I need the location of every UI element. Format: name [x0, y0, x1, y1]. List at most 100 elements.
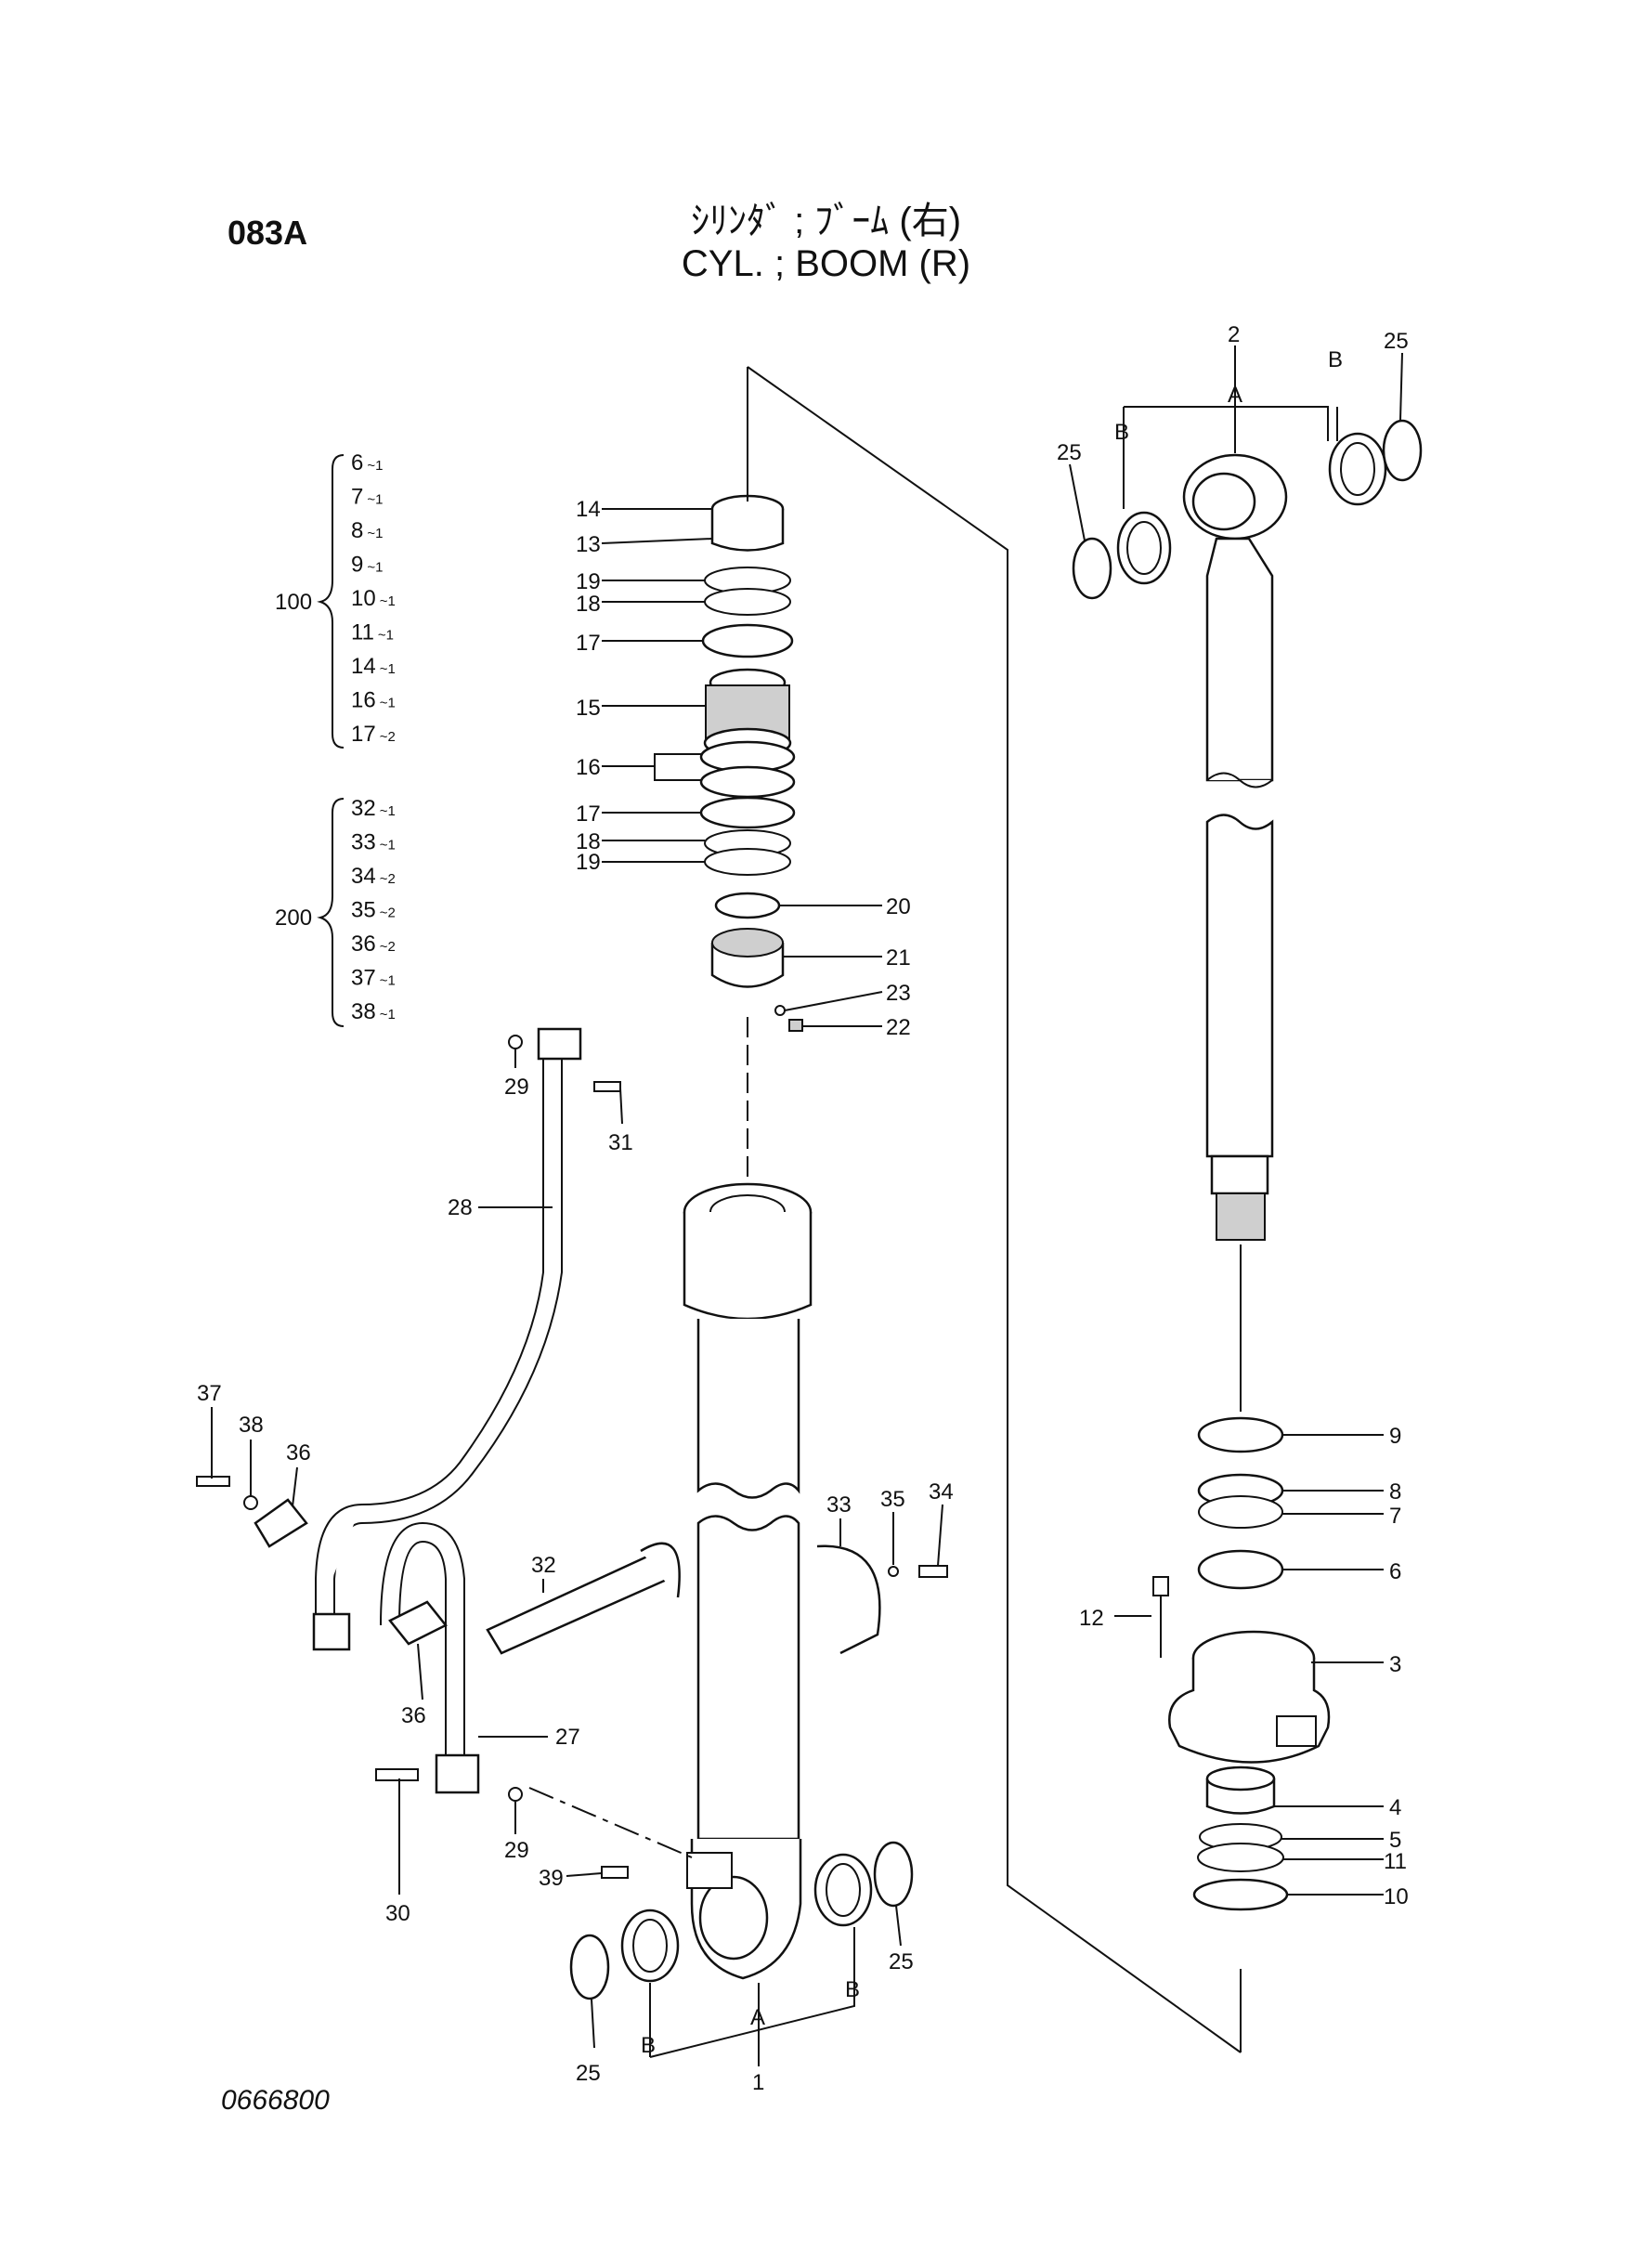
callout-13: 13 — [576, 532, 601, 557]
kit-100-item-17: 17~2 — [351, 722, 396, 747]
tube-eye-bore — [698, 1875, 769, 1961]
kit-item-qty: ~1 — [380, 838, 396, 853]
kit-100-item-6: 6~1 — [351, 450, 383, 476]
ring-17-upper — [701, 623, 794, 658]
kit-item-part: 10 — [351, 586, 376, 611]
rod-thread — [1216, 1192, 1266, 1241]
callout-9: 9 — [1389, 1424, 1401, 1449]
piston-seal-13 — [710, 509, 785, 552]
rod-lower-section — [1205, 814, 1274, 1158]
callout-34: 34 — [929, 1479, 954, 1505]
head-cover-seals — [1152, 1416, 1331, 2052]
kit-item-qty: ~1 — [367, 458, 383, 474]
callout-29-upper: 29 — [504, 1075, 529, 1100]
drawing-number: 0666800 — [221, 2085, 330, 2116]
callout-30: 30 — [385, 1901, 410, 1926]
callout-15: 15 — [576, 696, 601, 721]
kit-200-item-32: 32~1 — [351, 796, 396, 821]
callout-32: 32 — [531, 1553, 556, 1578]
label-A-rod: A — [1228, 383, 1242, 408]
kit-item-qty: ~1 — [367, 492, 383, 508]
callout-37: 37 — [197, 1381, 222, 1406]
rod-neck — [1210, 1154, 1269, 1195]
pipe-28-fitting — [312, 1612, 351, 1651]
ring-6 — [1197, 1549, 1284, 1590]
kit-item-part: 7 — [351, 485, 363, 510]
kit-100: 100 6~17~18~19~110~111~114~116~117~2 — [275, 450, 396, 749]
title-japanese: ｼﾘﾝﾀﾞ ; ﾌﾞｰﾑ (右) — [690, 201, 962, 241]
callout-4: 4 — [1389, 1795, 1401, 1820]
clamp-36a — [254, 1498, 308, 1548]
ring-20 — [714, 892, 781, 919]
callout-36-lower: 36 — [401, 1703, 426, 1728]
rod-cover-port — [1276, 1715, 1317, 1747]
kit-item-qty: ~1 — [380, 593, 396, 609]
kit-item-part: 16 — [351, 688, 376, 713]
kit-item-qty: ~1 — [380, 973, 396, 989]
seal-7 — [1198, 1495, 1283, 1529]
ring-19-lower — [704, 848, 791, 876]
kit-item-qty: ~1 — [367, 560, 383, 576]
assembly-outline — [211, 345, 1403, 2066]
callout-33: 33 — [826, 1492, 852, 1518]
bolt-31 — [593, 1081, 621, 1092]
kit-item-part: 9 — [351, 553, 363, 578]
callout-10: 10 — [1384, 1884, 1409, 1909]
ball-23 — [774, 1005, 786, 1016]
callout-16: 16 — [576, 755, 601, 780]
label-B-tube-right: B — [845, 1977, 860, 2002]
kit-item-qty: ~1 — [380, 1007, 396, 1023]
kit-item-part: 17 — [351, 722, 376, 747]
callout-25-bottom-left: 25 — [576, 2061, 601, 2086]
kit-200-items: 32~133~134~235~236~237~138~1 — [351, 796, 396, 1024]
label-A-tube: A — [750, 2005, 765, 2030]
callout-38: 38 — [239, 1413, 264, 1438]
callout-18-lower: 18 — [576, 829, 601, 854]
kit-item-part: 38 — [351, 999, 376, 1024]
callout-25-top-right: 25 — [1384, 329, 1409, 354]
callout-39: 39 — [539, 1866, 564, 1891]
callout-35: 35 — [880, 1487, 905, 1512]
kit-100-item-16: 16 ~1 — [351, 688, 396, 713]
kit-item-qty: ~2 — [380, 939, 396, 955]
o-ring-29b — [508, 1787, 523, 1802]
piston-assembly — [699, 494, 803, 1184]
callout-19-lower: 19 — [576, 850, 601, 875]
label-B-tube-left: B — [641, 2033, 656, 2058]
kit-item-qty: ~1 — [380, 696, 396, 711]
set-screw-22 — [788, 1019, 803, 1032]
o-ring-29a — [508, 1035, 523, 1049]
kit-item-part: 32 — [351, 796, 376, 821]
pipe-28-flange — [537, 1027, 582, 1061]
callout-14: 14 — [576, 497, 601, 522]
kit-100-item-11: 11~1 — [351, 620, 394, 645]
clamp-32 — [486, 1549, 670, 1655]
callout-labels: 14 13 19 18 17 15 16 17 18 19 20 21 23 2… — [197, 322, 1409, 2095]
kit-100-label: 100 — [275, 590, 312, 615]
kit-item-qty: ~1 — [380, 803, 396, 819]
clamp-32-band — [640, 1542, 681, 1598]
callout-27: 27 — [555, 1725, 580, 1750]
kit-item-part: 36 — [351, 932, 376, 957]
callout-25-top-left: 25 — [1057, 440, 1082, 465]
kit-200-item-36: 36~2 — [351, 932, 396, 957]
callout-23: 23 — [886, 981, 911, 1006]
rod-dust-seal-left — [1072, 537, 1112, 600]
bolt-12-head — [1152, 1576, 1169, 1596]
tube-lower — [696, 1515, 800, 1841]
callout-17-upper: 17 — [576, 631, 601, 656]
ring-11 — [1197, 1843, 1284, 1872]
rod-break-upper — [1206, 772, 1273, 788]
kit-200-item-37: 37~1 — [351, 966, 396, 991]
callout-6: 6 — [1389, 1559, 1401, 1584]
label-B-rod-left: B — [1114, 420, 1129, 445]
callout-3: 3 — [1389, 1652, 1401, 1677]
rod-upper-section — [1205, 537, 1274, 782]
connector-39 — [601, 1866, 629, 1879]
kit-item-part: 35 — [351, 898, 376, 923]
callout-20: 20 — [886, 894, 911, 919]
kit-100-item-14: 14~1 — [351, 654, 396, 679]
kit-item-part: 6 — [351, 450, 363, 476]
bolt-30 — [375, 1768, 419, 1781]
kit-100-item-9: 9~1 — [351, 553, 383, 578]
